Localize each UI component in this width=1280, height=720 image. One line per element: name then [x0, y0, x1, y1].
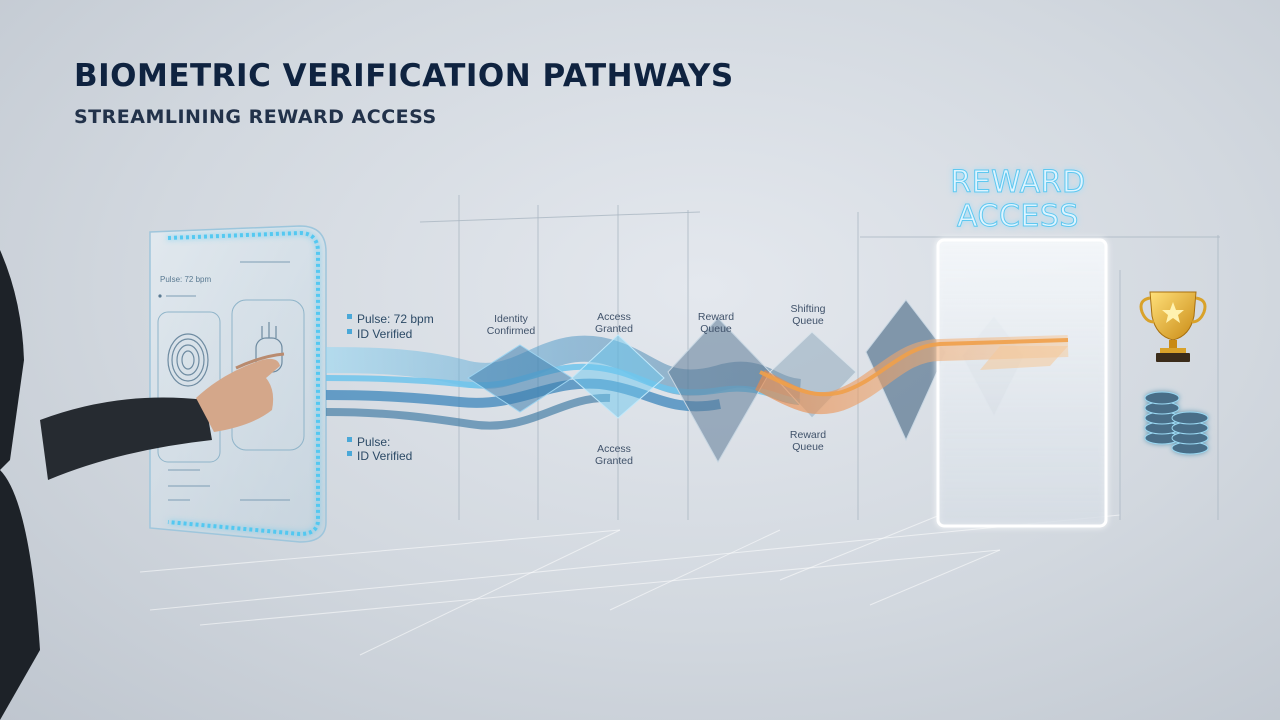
label-shifting-queue-line1: Shifting — [790, 303, 825, 315]
stage-node-access — [571, 334, 665, 419]
stage-node-identity — [467, 344, 573, 413]
trophy-icon[interactable] — [1139, 291, 1207, 362]
fingerprint-icon — [167, 333, 209, 387]
label-reward-queue-top-line2: Queue — [700, 323, 732, 335]
reward-access-gate[interactable]: REWARD ACCESS — [936, 165, 1108, 528]
label-reward-queue-bottom-line2: Queue — [792, 441, 824, 453]
label-shifting-queue-line2: Queue — [792, 315, 824, 327]
readout-lower-line1: Pulse: — [357, 435, 390, 449]
stage-labels: Identity Confirmed Access Granted Reward… — [487, 303, 826, 467]
label-access-top-line1: Access — [597, 311, 631, 323]
label-identity-line2: Confirmed — [487, 325, 536, 337]
readout-upper-line2: ID Verified — [357, 327, 412, 341]
scanner-pulse-text: Pulse: 72 bpm — [160, 275, 211, 284]
coin-stack-icon[interactable] — [1144, 391, 1209, 455]
page-title: BIOMETRIC VERIFICATION PATHWAYS — [74, 58, 734, 94]
user-arm — [0, 250, 285, 720]
floor-grid — [139, 514, 1121, 656]
readout-upper-line1: Pulse: 72 bpm — [357, 312, 434, 326]
reward-gate-line1: REWARD — [950, 165, 1085, 200]
label-access-bottom-line1: Access — [597, 443, 631, 455]
label-reward-queue-top-line1: Reward — [698, 311, 734, 323]
readout-upper: Pulse: 72 bpm ID Verified — [347, 312, 434, 341]
reward-gate-line2: ACCESS — [957, 199, 1079, 234]
label-access-top-line2: Granted — [595, 323, 633, 335]
stage-node-shifting-queue — [769, 331, 857, 419]
label-reward-queue-bottom-line1: Reward — [790, 429, 826, 441]
orange-reward-stream — [755, 335, 1069, 415]
scan-lines — [168, 261, 290, 501]
label-access-bottom-line2: Granted — [595, 455, 633, 467]
readout-lower-line2: ID Verified — [357, 449, 412, 463]
stage-node-reward-queue — [667, 317, 771, 464]
label-identity-line1: Identity — [494, 313, 529, 325]
readout-lower: Pulse: ID Verified — [347, 435, 412, 463]
page-subtitle: STREAMLINING REWARD ACCESS — [74, 106, 437, 128]
